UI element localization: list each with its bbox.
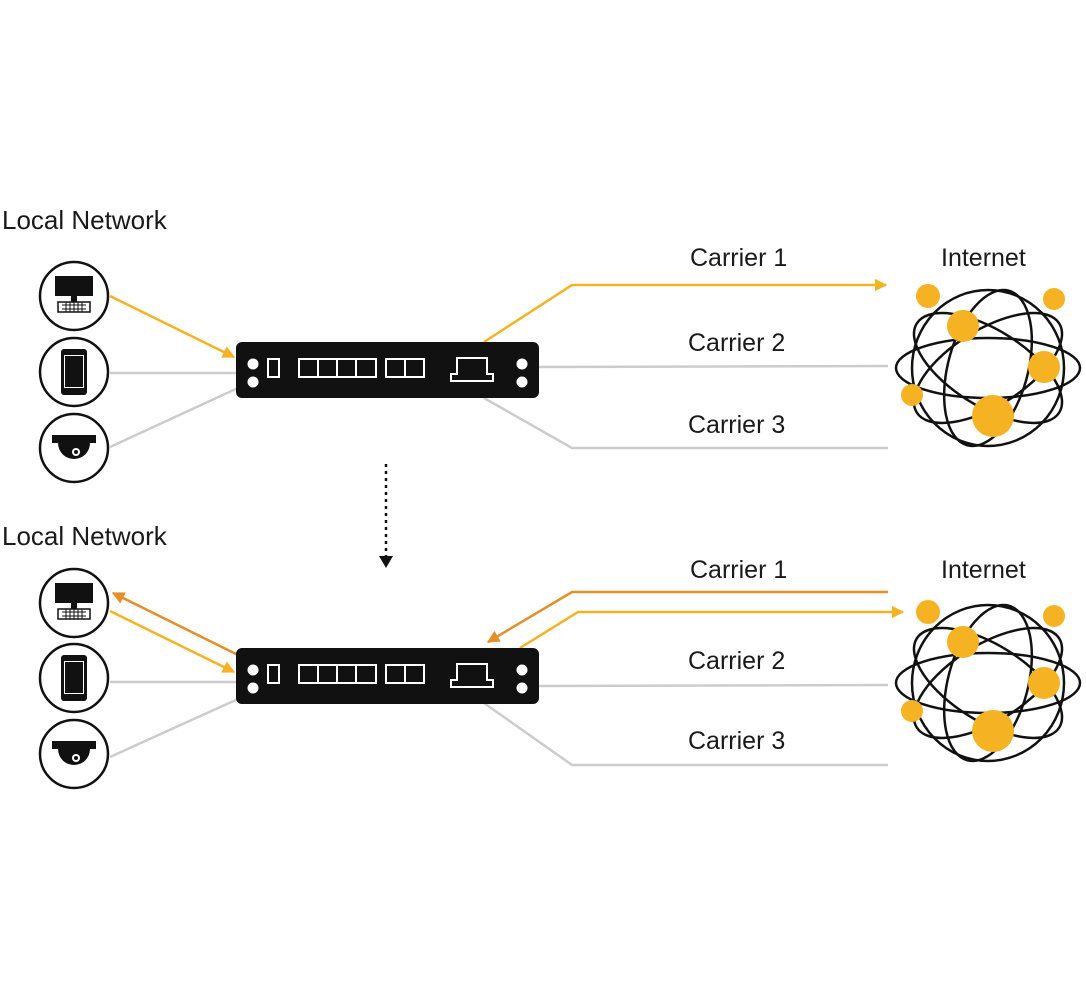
internet-globe-icon (894, 284, 1082, 448)
carrier-3-link (483, 396, 888, 450)
internet-label: Internet (941, 556, 1026, 584)
panel-after: Local Network Internet Carrier 1 Carrier… (2, 521, 1082, 790)
camera-icon (38, 412, 110, 484)
phone-icon (38, 642, 110, 714)
local-network-label: Local Network (2, 205, 168, 235)
local-network-label: Local Network (2, 521, 168, 551)
internet-label: Internet (941, 244, 1026, 272)
carrier-3-label: Carrier 3 (688, 411, 785, 439)
carrier-3-link (483, 701, 888, 767)
carrier-1-link (519, 605, 905, 650)
carrier-3-label: Carrier 3 (688, 727, 785, 755)
carrier-1-label: Carrier 1 (690, 244, 787, 272)
router-device (236, 648, 539, 704)
carrier-1-label: Carrier 1 (690, 556, 787, 584)
router-device (236, 342, 539, 398)
phone-icon (38, 336, 110, 408)
carrier-2-link (537, 683, 889, 688)
transition-arrow (379, 464, 393, 568)
camera-icon (38, 718, 110, 790)
carrier-2-label: Carrier 2 (688, 329, 785, 357)
computer-icon (38, 567, 110, 639)
carrier-2-link (537, 364, 889, 369)
link-camera-router (109, 386, 239, 449)
carrier-1-link (483, 278, 888, 344)
internet-globe-icon (894, 600, 1082, 763)
carrier-1-return-link (486, 590, 888, 644)
return-link-router-computer (111, 591, 239, 657)
computer-icon (38, 260, 110, 332)
panel-before: Local Network Internet Carrier 1 Carrier… (2, 205, 1082, 484)
carrier-2-label: Carrier 2 (688, 647, 785, 675)
link-computer-router (109, 294, 236, 359)
link-computer-router (109, 609, 236, 674)
link-camera-router (109, 697, 239, 759)
